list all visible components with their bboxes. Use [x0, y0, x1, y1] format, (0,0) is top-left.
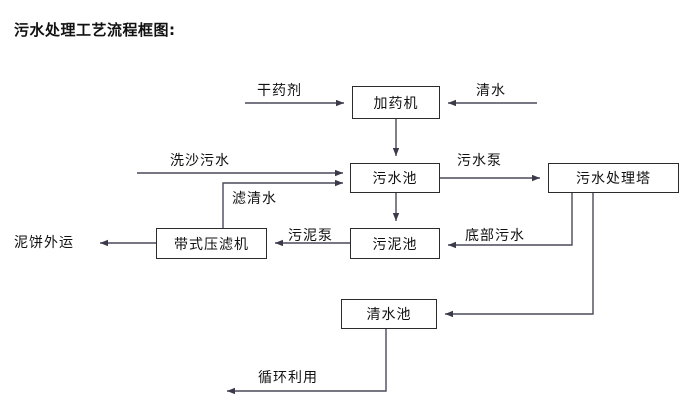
terminal-label-mud-cake-out: 泥饼外运	[14, 235, 74, 251]
wire-clean-to-recycle	[227, 329, 387, 395]
edge-label-filtered-water: 滤清水	[232, 191, 277, 207]
node-sewage-pool[interactable]: 污水池	[350, 163, 440, 193]
wire-press-to-sewage	[222, 179, 343, 228]
edge-label-sludge-pump: 污泥泵	[288, 228, 333, 244]
node-sewage-treatment-tower[interactable]: 污水处理塔	[548, 163, 679, 193]
node-sludge-pool[interactable]: 污泥池	[350, 228, 440, 259]
terminal-label-recycle-use: 循环利用	[258, 370, 318, 386]
node-belt-filter-press[interactable]: 带式压滤机	[156, 228, 267, 259]
page-title: 污水处理工艺流程框图:	[14, 21, 176, 39]
edge-label-dry-agent: 干药剂	[257, 83, 302, 99]
node-clean-water-pool[interactable]: 清水池	[341, 299, 437, 329]
edge-label-sand-wastewater: 洗沙污水	[170, 153, 230, 169]
wire-tower-to-clean	[445, 193, 594, 318]
wire-tower-bottom-to-sludge	[448, 193, 573, 249]
edge-label-sewage-pump: 污水泵	[457, 153, 502, 169]
edge-label-bottom-sewage: 底部污水	[465, 228, 525, 244]
node-dosing-machine[interactable]: 加药机	[352, 86, 440, 119]
edge-label-clear-water: 清水	[476, 83, 506, 99]
